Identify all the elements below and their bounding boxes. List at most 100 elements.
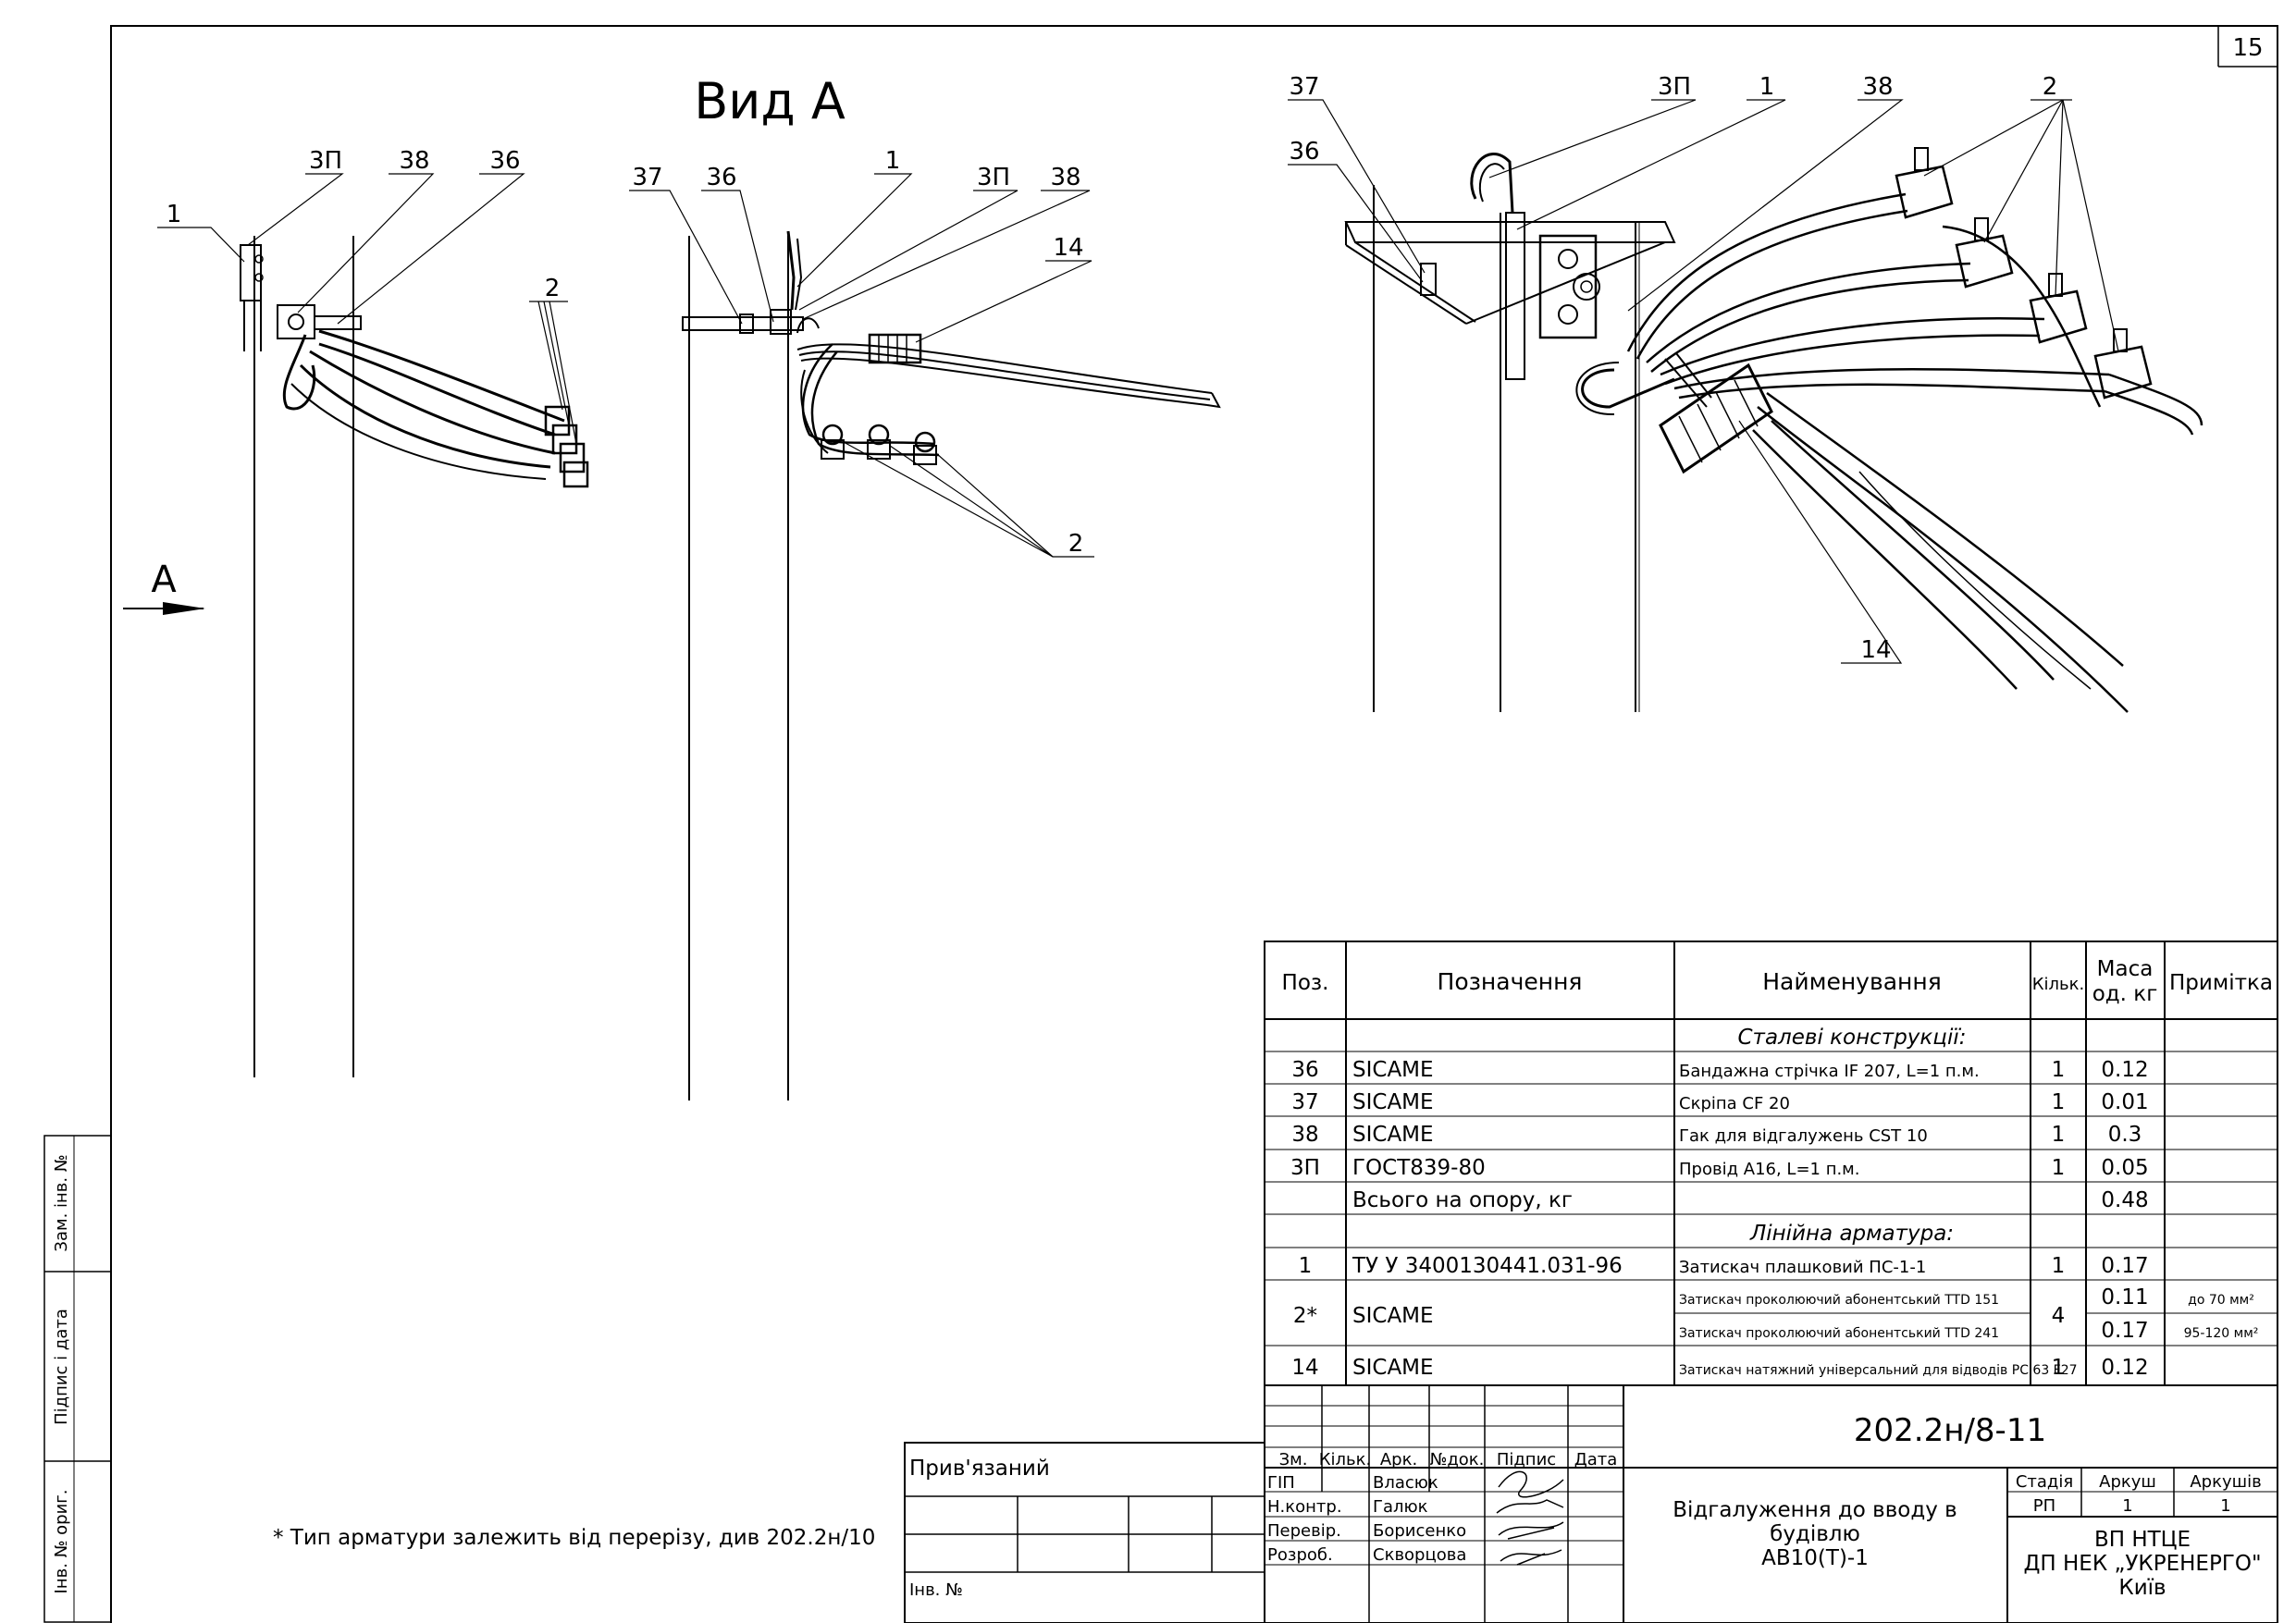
spec-table: Поз. Позначення Найменування Кільк. Маса… [1264,941,2278,1386]
row-3p-pos: 3П [1290,1156,1320,1180]
label-d2-1: 1 [885,147,901,175]
sheet-frame [110,25,2278,1623]
row-38-mass: 0.3 [2108,1123,2142,1147]
title-line1: Відгалуження до вводу в [1673,1498,1957,1522]
signature-gip [1498,1470,1564,1498]
section-linear: Лінійна арматура: [1749,1222,1954,1246]
total-mass: 0.48 [2101,1188,2148,1212]
row-2-qty: 4 [2052,1304,2066,1328]
signature-nkontr [1496,1499,1564,1514]
view-direction-arrow: А [123,559,205,615]
name-perevir: Борисенко [1373,1521,1466,1541]
drawing-view-side: 1 3П 38 36 2 [157,147,589,1077]
header-note: Примітка [2169,971,2273,995]
row-1-mass: 0.17 [2101,1254,2148,1278]
org-line2: ДП НЕК „УКРЕНЕРГО" [2023,1552,2261,1576]
footnote: * Тип арматури залежить від перерізу, ди… [273,1526,875,1550]
col-date: Дата [1574,1450,1618,1469]
row-37-pos: 37 [1291,1090,1318,1114]
row-37-qty: 1 [2052,1090,2066,1114]
org-line1: ВП НТЦЕ [2094,1528,2191,1552]
row-2-name-b: Затискач проколюючий абонентський TTD 24… [1679,1326,1999,1341]
row-36-pos: 36 [1291,1058,1318,1082]
label-d2-37: 37 [632,164,662,191]
label-d2-38: 38 [1050,164,1080,191]
row-1-name: Затискач плашковий ПС-1-1 [1679,1258,1926,1277]
name-rozrob: Скворцова [1373,1545,1466,1565]
sheets-label: Аркушів [2190,1472,2261,1492]
label-d3-14: 14 [1860,636,1891,664]
stamp-sign-date: Підпис і дата [52,1309,71,1425]
row-3p-name: Провід А16, L=1 п.м. [1679,1160,1860,1179]
header-pos: Поз. [1282,971,1329,995]
col-doc: №док. [1430,1450,1485,1469]
role-perevir: Перевір. [1267,1521,1341,1541]
label-d3-2: 2 [2043,73,2058,101]
row-2-note-a: до 70 мм² [2188,1293,2254,1308]
signature-rozrob [1500,1549,1562,1566]
sheet-number: 15 [2232,34,2263,62]
row-14-mass: 0.12 [2101,1356,2148,1380]
row-2-name-a: Затискач проколюючий абонентський TTD 15… [1679,1293,1999,1308]
header-mass-line2: од. кг [2092,982,2158,1006]
row-14-pos: 14 [1291,1356,1318,1380]
header-designation: Позначення [1438,968,1583,995]
sheets-value: 1 [2220,1496,2230,1516]
label-d1-2: 2 [545,275,561,302]
row-38-designation: SICAME [1352,1123,1434,1147]
sheet-value: 1 [2122,1496,2132,1516]
row-36-name: Бандажна стрічка IF 207, L=1 п.м. [1679,1062,1980,1081]
row-3p-qty: 1 [2052,1156,2066,1180]
row-38-qty: 1 [2052,1123,2066,1147]
label-d2-36: 36 [706,164,736,191]
drawing-view-isometric: 37 36 3П 1 38 2 14 [1288,73,2203,713]
header-mass-line1: Маса [2097,957,2154,981]
row-37-mass: 0.01 [2101,1090,2148,1114]
header-qty: Кільк. [2032,975,2085,994]
row-14-name: Затискач натяжний універсальний для відв… [1679,1363,2078,1378]
row-37-designation: SICAME [1352,1090,1434,1114]
row-2-pos: 2* [1293,1304,1317,1328]
row-1-pos: 1 [1299,1254,1313,1278]
row-38-pos: 38 [1291,1123,1318,1147]
label-d3-1: 1 [1759,73,1775,101]
row-2-mass-a: 0.11 [2101,1285,2148,1309]
role-rozrob: Розроб. [1267,1545,1333,1565]
label-d3-38: 38 [1862,73,1893,101]
side-stamp: Зам. інв. № Підпис і дата Інв. № ориг. [43,1135,112,1623]
role-nkontr: Н.контр. [1267,1497,1342,1517]
sheet-label: Аркуш [2099,1472,2156,1492]
org-line3: Київ [2118,1576,2166,1600]
doc-code: 202.2н/8-11 [1854,1412,2046,1449]
label-d1-36: 36 [489,147,520,175]
binding-inv: Інв. № [909,1580,963,1600]
stage-label: Стадія [2016,1472,2073,1492]
title-line2: будівлю [1770,1522,1860,1546]
row-14-designation: SICAME [1352,1356,1434,1380]
row-36-mass: 0.12 [2101,1058,2148,1082]
row-1-qty: 1 [2052,1254,2066,1278]
label-d3-3p: 3П [1658,73,1691,101]
label-d1-3p: 3П [309,147,342,175]
row-37-name: Скріпа CF 20 [1679,1094,1790,1113]
total-label: Всього на опору, кг [1352,1188,1573,1212]
row-2-designation: SICAME [1352,1304,1434,1328]
label-d2-2: 2 [1068,530,1084,558]
row-3p-mass: 0.05 [2101,1156,2148,1180]
stamp-inv-orig: Інв. № ориг. [52,1490,71,1594]
label-d2-3p: 3П [977,164,1010,191]
row-36-qty: 1 [2052,1058,2066,1082]
view-title: Вид А [694,72,846,130]
col-sign: Підпис [1497,1450,1556,1469]
label-d2-14: 14 [1053,234,1083,262]
col-zm: Зм. [1279,1450,1308,1469]
drawing-view-front: 37 36 1 3П 38 14 2 [629,147,1221,1100]
binding-label: Прив'язаний [909,1457,1050,1481]
row-3p-designation: ГОСТ839-80 [1352,1156,1486,1180]
row-1-designation: ТУ У 3400130441.031-96 [1352,1254,1623,1278]
row-14-qty: 1 [2052,1356,2066,1380]
stamp-zam-inv: Зам. інв. № [52,1154,71,1251]
label-d3-36: 36 [1289,138,1319,166]
section-steel: Сталеві конструкції: [1738,1026,1967,1050]
